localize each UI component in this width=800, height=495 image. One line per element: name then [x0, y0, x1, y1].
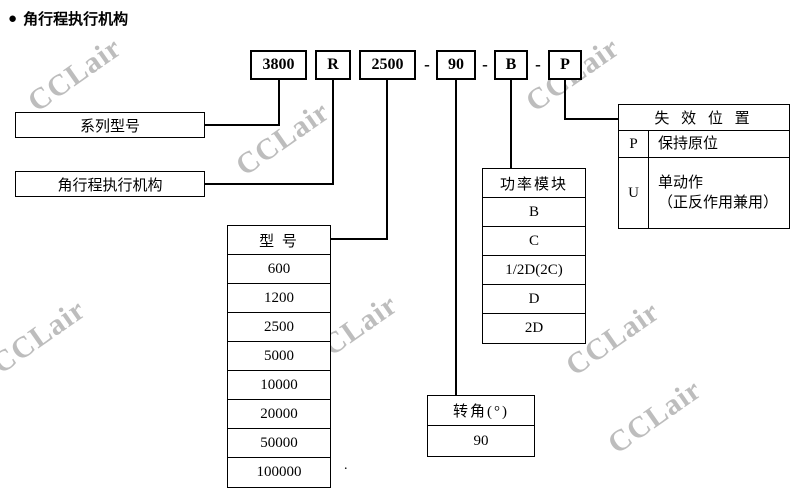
watermark-text: CCLair: [21, 30, 128, 119]
model-table-cell: 2500: [228, 313, 330, 342]
stray-dot: .: [344, 458, 348, 473]
connector-line-actuator: [205, 183, 334, 185]
connector-line-series: [205, 124, 280, 126]
model-table-cell: 100000: [228, 458, 330, 487]
model-table-header: 型 号: [228, 226, 330, 255]
connector-line-model: [331, 238, 388, 240]
connector-line-angle: [455, 80, 457, 395]
connector-line-fail: [564, 118, 619, 120]
model-table-cell: 5000: [228, 342, 330, 371]
connector-line-fail: [564, 80, 566, 120]
watermark-text: CCLair: [0, 292, 92, 381]
connector-line-model: [386, 80, 388, 240]
power-table-cell: 2D: [483, 314, 585, 343]
actuator-label-box: 角行程执行机构: [15, 171, 205, 197]
fail-code-cell: U: [619, 158, 649, 228]
code-box-power: B: [494, 50, 528, 80]
code-separator: -: [482, 55, 488, 74]
code-box-type: R: [315, 50, 351, 80]
code-separator: -: [424, 55, 430, 74]
power-table: 功率模块 B C 1/2D(2C) D 2D: [482, 168, 586, 344]
fail-table-header: 失 效 位 置: [619, 105, 789, 131]
power-table-cell: B: [483, 198, 585, 227]
fail-desc-cell: 单动作: [658, 175, 704, 191]
model-table-cell: 10000: [228, 371, 330, 400]
code-box-angle: 90: [436, 50, 476, 80]
code-separator: -: [535, 55, 541, 74]
fail-code-cell: P: [619, 131, 649, 157]
fail-table-row: U 单动作 （正反作用兼用）: [619, 158, 789, 228]
model-table-cell: 20000: [228, 400, 330, 429]
bullet-icon: ●: [8, 10, 18, 27]
angle-table-cell: 90: [428, 426, 534, 456]
code-box-fail: P: [548, 50, 582, 80]
power-table-cell: C: [483, 227, 585, 256]
connector-line-power: [510, 80, 512, 168]
fail-table: 失 效 位 置 P 保持原位 U 单动作 （正反作用兼用）: [618, 104, 790, 229]
fail-table-row: P 保持原位: [619, 131, 789, 158]
page-title: ● 角行程执行机构: [8, 8, 128, 29]
fail-desc-cell: 保持原位: [658, 136, 719, 152]
watermark-text: CCLair: [601, 372, 708, 461]
connector-line-series: [278, 80, 280, 126]
watermark-text: CCLair: [229, 94, 336, 183]
series-label-box: 系列型号: [15, 112, 205, 138]
model-table: 型 号 600 1200 2500 5000 10000 20000 50000…: [227, 225, 331, 488]
connector-line-actuator: [332, 80, 334, 185]
model-table-cell: 600: [228, 255, 330, 284]
angle-table: 转角(°) 90: [427, 395, 535, 457]
page-title-text: 角行程执行机构: [23, 11, 129, 28]
model-table-cell: 50000: [228, 429, 330, 458]
fail-desc-cell-2: （正反作用兼用）: [658, 195, 779, 211]
power-table-header: 功率模块: [483, 169, 585, 198]
power-table-cell: 1/2D(2C): [483, 256, 585, 285]
power-table-cell: D: [483, 285, 585, 314]
angle-table-header: 转角(°): [428, 396, 534, 426]
code-box-series: 3800: [250, 50, 307, 80]
code-box-model: 2500: [359, 50, 416, 80]
model-table-cell: 1200: [228, 284, 330, 313]
